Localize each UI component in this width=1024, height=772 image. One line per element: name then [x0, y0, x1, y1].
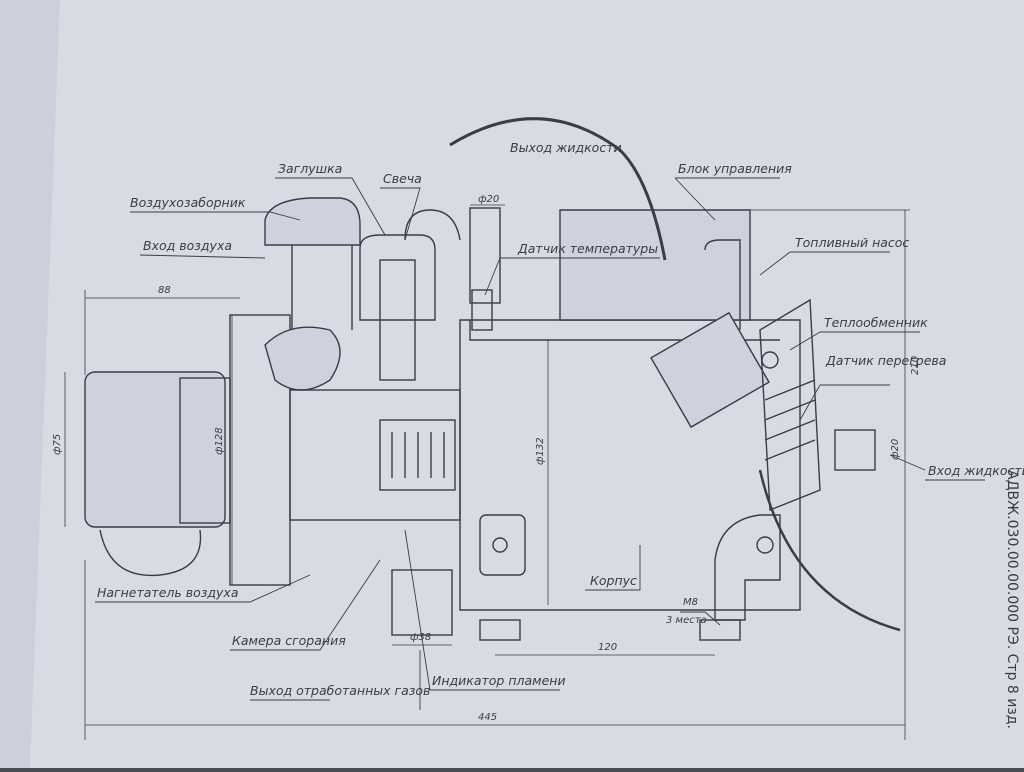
dim-88: 88	[158, 285, 171, 296]
dim-210-line	[750, 209, 910, 610]
fuel-line	[449, 117, 667, 261]
leader-plug	[275, 177, 386, 236]
glow-plug-wire	[404, 209, 461, 241]
dim-445-line	[84, 560, 906, 740]
label-fuel-pump: Топливный насос	[795, 235, 909, 250]
leader-heat-exchanger	[789, 331, 920, 351]
air-intake-cap	[264, 197, 361, 246]
leader-lines	[95, 177, 985, 710]
label-plug: Заглушка	[278, 161, 342, 176]
liquid-outlet-pipe	[469, 207, 501, 304]
exhaust-bolt	[756, 536, 774, 554]
flame-tube-slots	[391, 432, 445, 478]
heat-exchanger	[759, 298, 821, 512]
leader-air-inlet	[139, 254, 266, 259]
glow-plug-body	[379, 259, 416, 381]
mounting-foot-left	[479, 514, 526, 576]
leader-blower	[95, 574, 311, 603]
leader-fuel-pump	[759, 251, 890, 276]
leader-housing	[585, 545, 641, 591]
dimension-values: 88 ф20 ф75 ф128 ф132 210 ф20 М8 3 места …	[52, 194, 921, 723]
component-labels: Воздухозаборник Вход воздуха Заглушка Св…	[97, 140, 1024, 698]
flame-tube	[379, 419, 456, 491]
leader-m8	[680, 611, 721, 626]
label-liquid-inlet: Вход жидкости	[928, 463, 1024, 478]
leader-flame-indicator	[404, 529, 560, 691]
paper-shadow-edge	[0, 0, 60, 768]
label-air-inlet: Вход воздуха	[143, 238, 232, 253]
label-exhaust-outlet: Выход отработанных газов	[250, 683, 430, 698]
dim-m8: М8	[683, 597, 698, 608]
label-liquid-outlet: Выход жидкости	[510, 140, 622, 155]
leader-temp-sensor	[484, 257, 660, 296]
fuel-pump-bracket	[704, 239, 741, 330]
leader-exhaust	[250, 650, 421, 710]
dim-20-top: ф20	[478, 194, 499, 205]
control-unit-box	[559, 209, 751, 321]
drawing-lines	[64, 117, 985, 740]
mounting-bolt-left	[492, 537, 508, 553]
mounting-stud-left	[479, 619, 521, 641]
dim-210: 210	[910, 356, 921, 375]
housing-top-edge	[469, 320, 780, 341]
dim-128: ф128	[214, 427, 225, 455]
heat-exchanger-bolt	[761, 351, 779, 369]
motor-cable	[99, 529, 202, 577]
label-control-unit: Блок управления	[678, 161, 792, 176]
dim-20-right: ф20	[890, 439, 901, 460]
label-air-blower: Нагнетатель воздуха	[97, 585, 239, 600]
temperature-sensor-body	[471, 289, 493, 331]
blower-motor	[84, 371, 226, 528]
glow-plug-cap	[359, 234, 436, 321]
dim-88-line	[84, 290, 240, 375]
label-air-intake-housing: Воздухозаборник	[130, 195, 246, 210]
heat-exchanger-fins	[764, 379, 816, 461]
dimension-lines	[64, 204, 910, 740]
label-housing: Корпус	[590, 573, 637, 588]
dim-120: 120	[598, 642, 617, 653]
leader-glow-plug	[380, 187, 421, 241]
exhaust-bend	[714, 514, 781, 621]
air-inlet-pipe	[291, 245, 353, 330]
leader-overheat-sensor	[799, 384, 890, 421]
dim-75: ф75	[52, 434, 63, 455]
dim-132: ф132	[535, 437, 546, 465]
dim-m8-places: 3 места	[666, 615, 707, 626]
sheet-side-caption: АДВЖ.030.00.00.000 РЭ. Стр 8 изд.	[1004, 470, 1020, 729]
leader-air-intake	[130, 211, 301, 221]
exhaust-outlet-pipe	[391, 569, 453, 636]
label-combustion-chamber: Камера сгорания	[232, 633, 346, 648]
label-heat-exchanger: Теплообменник	[824, 315, 928, 330]
label-flame-indicator: Индикатор пламени	[432, 673, 566, 688]
fuel-pump-body	[650, 311, 770, 429]
leader-liquid-inlet	[889, 454, 985, 481]
leader-combustion-chamber	[230, 559, 381, 651]
dim-38: ф38	[410, 632, 431, 643]
fuel-return-line	[758, 469, 901, 632]
blower-volute	[264, 326, 341, 391]
dim-445: 445	[478, 712, 497, 723]
label-glow-plug: Свеча	[383, 171, 422, 186]
label-temperature-sensor: Датчик температуры	[517, 241, 658, 256]
label-overheat-sensor: Датчик перегрева	[825, 353, 946, 368]
leader-control-unit	[674, 177, 780, 221]
